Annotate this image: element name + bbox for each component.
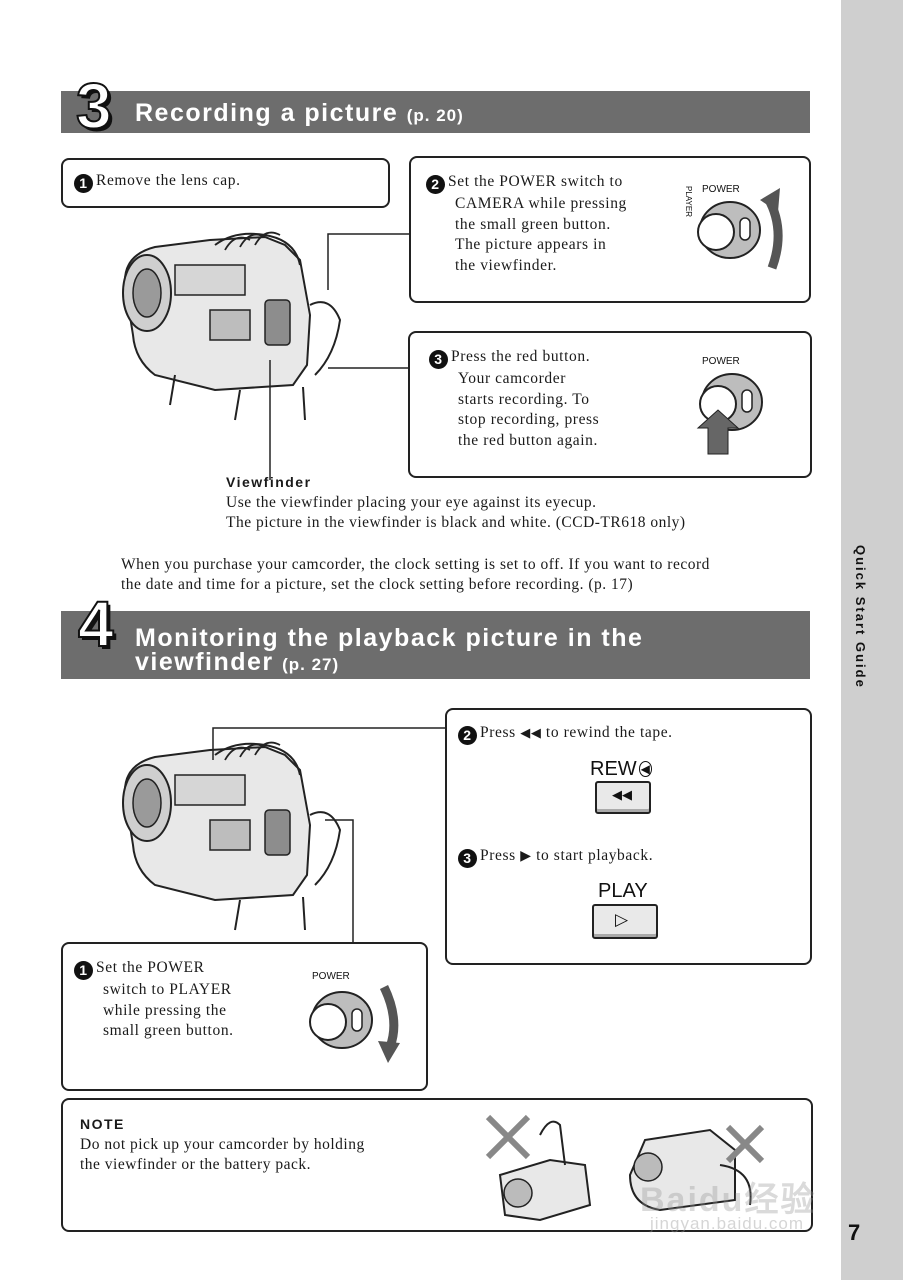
power-switch-player-dial: POWER: [309, 971, 400, 1063]
clock-note-line-2: the date and time for a picture, set the…: [121, 576, 634, 593]
play-icon: ▶: [520, 848, 532, 864]
step-2-line-3: the small green button.: [455, 215, 611, 233]
player-step-line-1: Set the POWER: [96, 959, 205, 976]
power-switch-camera-dial: POWER PLAYER: [684, 184, 783, 270]
section-4-title-line-1: Monitoring the playback picture in the: [135, 624, 644, 652]
player-label: PLAYER: [684, 186, 693, 217]
section-4-page-ref: (p. 27): [282, 655, 340, 674]
sidebar-title: Quick Start Guide: [853, 545, 868, 689]
step-1-box: [61, 158, 390, 208]
step-1-label: Remove the lens cap.: [96, 172, 241, 189]
play-button-icon: ▷: [615, 910, 629, 930]
player-step-line-3: while pressing the: [103, 1001, 227, 1019]
step-1-number: 1: [74, 174, 93, 193]
section-3-number: 3: [75, 70, 113, 142]
step-3-number: 3: [429, 350, 448, 369]
rew-label-text: REW: [590, 758, 637, 780]
section-4-header: [61, 611, 810, 679]
step-2-line-5: the viewfinder.: [455, 256, 557, 274]
section-4-title: Monitoring the playback picture in the v…: [135, 626, 643, 677]
rew-symbol-icon: ◀: [638, 761, 652, 777]
power-label-3: POWER: [312, 971, 350, 982]
note-line-1: Do not pick up your camcorder by holding: [80, 1136, 365, 1153]
step-3-line-1: Press the red button.: [451, 348, 591, 365]
step-2-line-2: CAMERA while pressing: [455, 195, 627, 212]
note-text: Do not pick up your camcorder by holding…: [80, 1135, 365, 1175]
step-2-line-1: Set the POWER switch to: [448, 173, 623, 190]
section-4-number: 4: [77, 588, 115, 660]
rewind-step-number: 2: [458, 726, 477, 745]
step-3-line-5: the red button again.: [458, 431, 599, 449]
section-3-title: Recording a picture (p. 20): [135, 101, 464, 128]
step-3-line-3: starts recording. To: [458, 390, 590, 408]
clock-note-line-1: When you purchase your camcorder, the cl…: [121, 556, 710, 573]
section-3-title-text: Recording a picture: [135, 99, 399, 127]
power-switch-record-dial: POWER: [696, 356, 763, 455]
rewind-icon: ◀◀: [520, 726, 542, 741]
section-3-page-ref: (p. 20): [406, 106, 464, 125]
viewfinder-title: Viewfinder: [226, 474, 312, 490]
step-2-line-4: The picture appears in: [455, 236, 607, 253]
player-step-number: 1: [74, 961, 93, 980]
note-line-2: the viewfinder or the battery pack.: [80, 1156, 311, 1173]
play-button[interactable]: ▷: [592, 904, 658, 939]
clock-note: When you purchase your camcorder, the cl…: [121, 555, 710, 595]
note-title: NOTE: [80, 1116, 125, 1132]
player-step-line-2: switch to PLAYER: [103, 981, 232, 998]
power-label: POWER: [702, 184, 740, 195]
leader-lines-section-4: [212, 727, 445, 945]
watermark-url: jingyan.baidu.com: [650, 1214, 805, 1233]
step-3-line-2: Your camcorder: [458, 370, 566, 387]
camcorder-illustration-recording: [122, 231, 342, 421]
power-label-2: POWER: [702, 356, 740, 367]
viewfinder-description: Use the viewfinder placing your eye agai…: [226, 493, 686, 533]
section-4-title-line-2: viewfinder: [135, 648, 274, 676]
step-2-number: 2: [426, 175, 445, 194]
viewfinder-line-2: The picture in the viewfinder is black a…: [226, 514, 686, 531]
play-step-post: to start playback.: [536, 847, 654, 864]
rew-button-label: REW◀: [590, 758, 652, 781]
play-button-label: PLAY: [598, 880, 648, 902]
leader-lines-section-3: [269, 233, 410, 480]
page-number: 7: [848, 1220, 861, 1245]
viewfinder-line-1: Use the viewfinder placing your eye agai…: [226, 494, 597, 511]
step-3-line-4: stop recording, press: [458, 411, 600, 428]
wrong-handling-illustration: [485, 1114, 765, 1222]
rew-button[interactable]: ◀◀: [595, 781, 651, 814]
player-step-line-4: small green button.: [103, 1022, 234, 1039]
camcorder-illustration-playback: [122, 741, 342, 931]
rewind-step-pre: Press: [480, 724, 516, 741]
section-3-header: [61, 91, 810, 133]
sidebar: [841, 0, 903, 1280]
play-step-pre: Press: [480, 847, 516, 864]
rewind-button-icon: ◀◀: [612, 788, 632, 803]
play-step-number: 3: [458, 849, 477, 868]
rewind-step-post: to rewind the tape.: [545, 724, 673, 741]
watermark-logo: Baidu经验: [640, 1181, 817, 1219]
